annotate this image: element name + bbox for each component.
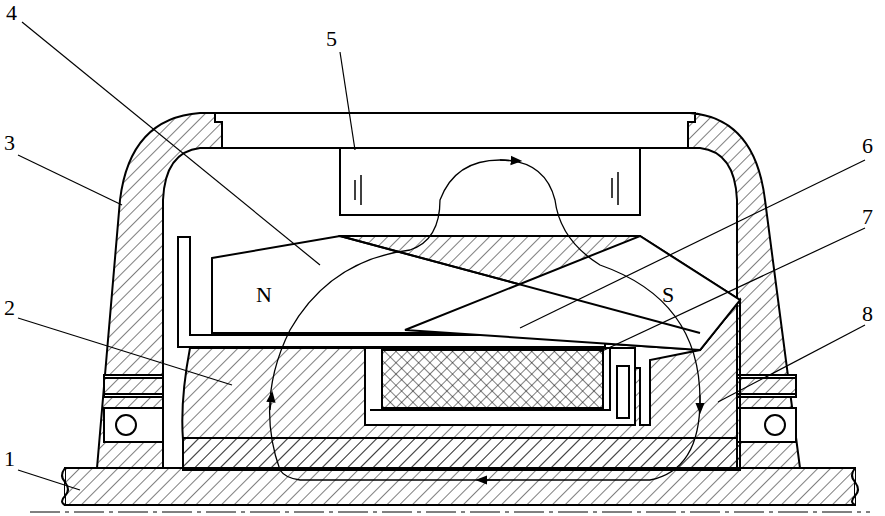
callout-number: 7 — [862, 206, 873, 228]
callout-number: 3 — [4, 132, 15, 154]
callout-number: 5 — [326, 28, 337, 50]
callout-number: 2 — [4, 297, 15, 319]
callout-number: 8 — [862, 303, 873, 325]
pole-letter: S — [662, 284, 674, 306]
callout-number: 4 — [6, 2, 17, 24]
callout-number: 6 — [862, 135, 873, 157]
callout-number: 1 — [4, 448, 15, 470]
pole-letter: N — [256, 284, 272, 306]
